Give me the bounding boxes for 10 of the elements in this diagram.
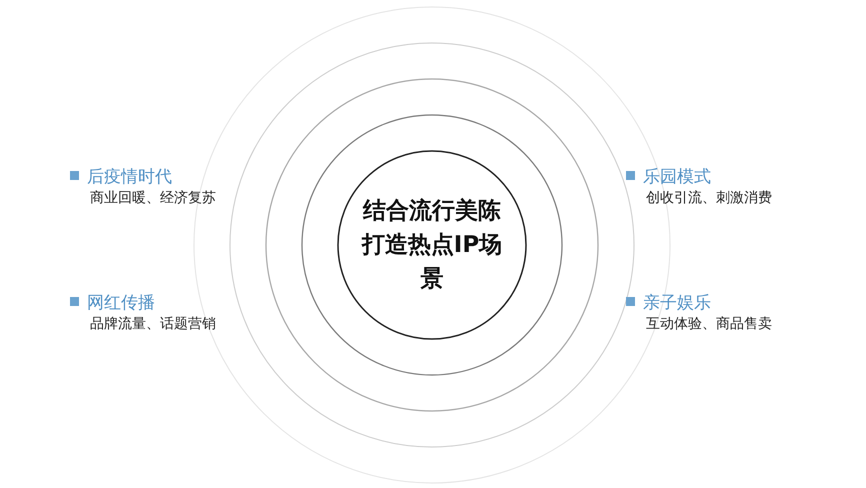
item-description: 创收引流、刺激消费 bbox=[646, 189, 772, 207]
center-title: 结合流行美陈打造热点IP场景 bbox=[360, 196, 504, 294]
item-description: 互动体验、商品售卖 bbox=[646, 315, 772, 333]
item-heading: 网红传播 bbox=[87, 292, 155, 314]
item-heading: 后疫情时代 bbox=[87, 166, 172, 188]
item-description: 商业回暖、经济复苏 bbox=[90, 189, 216, 207]
center-circle bbox=[337, 150, 527, 340]
item-heading: 乐园模式 bbox=[643, 166, 711, 188]
item-description: 品牌流量、话题营销 bbox=[90, 315, 216, 333]
item-heading: 亲子娱乐 bbox=[643, 292, 711, 314]
